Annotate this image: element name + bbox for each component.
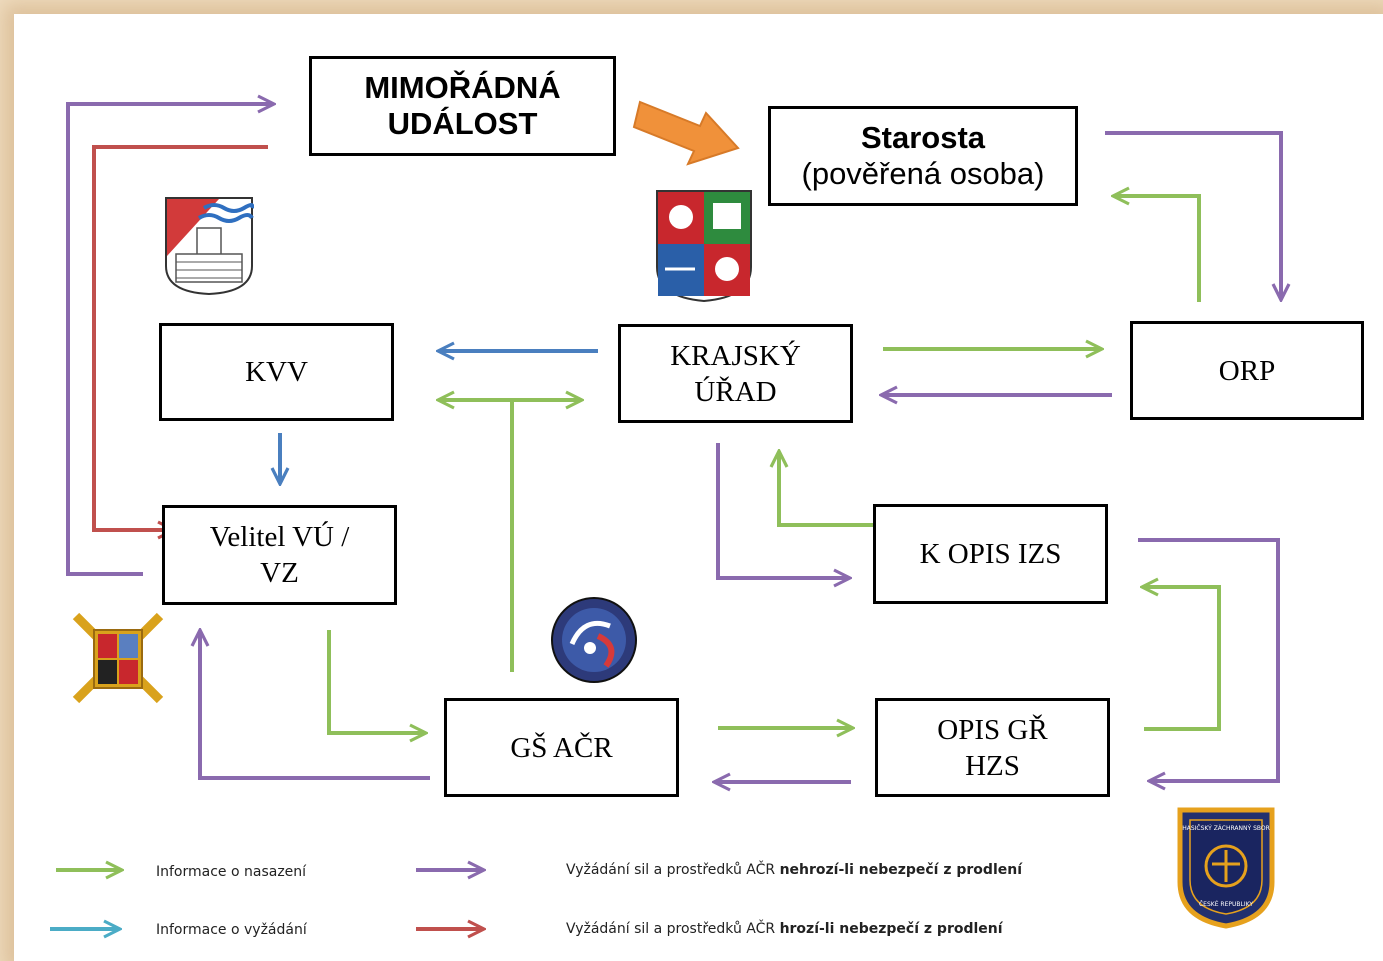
- legend-info-request: Informace o vyžádání: [156, 922, 307, 938]
- hzs-ring-text-top: HASIČSKÝ ZÁCHRANNÝ SBOR: [1182, 825, 1270, 832]
- fire-rescue-service-emblem-icon: HASIČSKÝ ZÁCHRANNÝ SBOR ČESKÉ REPUBLIKY: [1177, 807, 1275, 929]
- regional-to-kopis-arrow: [716, 443, 848, 578]
- regional-office-box: KRAJSKÝ ÚŘAD: [618, 324, 853, 423]
- legend-info-deployment-label: Informace o nasazení: [156, 864, 307, 880]
- legend-info-deployment: Informace o nasazení: [156, 864, 306, 880]
- legend-request-danger: Vyžádání sil a prostředků AČR hrozí-li n…: [566, 921, 1003, 937]
- mayor-to-orp-arrow: [1105, 131, 1281, 298]
- orp-to-mayor-arrow: [1115, 196, 1201, 302]
- legend-request-danger-bold: hrozí-li nebezpečí z prodlení: [779, 921, 1003, 937]
- gs-acr-box: GŠ AČR: [444, 698, 679, 797]
- gs-acr-label: GŠ AČR: [510, 731, 613, 764]
- opis-gr-hzs-label: OPIS GŘ HZS: [937, 713, 1048, 782]
- event-box: MIMOŘÁDNÁ UDÁLOST: [309, 56, 616, 156]
- kvv-box: KVV: [159, 323, 394, 421]
- kvv-label: KVV: [245, 356, 308, 388]
- legend-request-danger-prefix: Vyžádání sil a prostředků AČR: [566, 921, 780, 937]
- gs-to-commander-arrow: [200, 632, 430, 780]
- orp-box: ORP: [1130, 321, 1364, 420]
- opis-gr-to-kopis-arrow: [1144, 587, 1221, 731]
- general-staff-emblem-icon: [551, 597, 637, 683]
- event-to-mayor-arrow: [632, 100, 740, 166]
- k-opis-izs-box: K OPIS IZS: [873, 504, 1108, 604]
- event-label: MIMOŘÁDNÁ UDÁLOST: [364, 70, 561, 141]
- army-emblem-icon: [72, 612, 164, 704]
- mayor-box: Starosta (pověřená osoba): [768, 106, 1078, 206]
- event-to-commander-red-arrow: [92, 145, 268, 530]
- mayor-title: Starosta: [860, 120, 986, 155]
- commander-label: Velitel VÚ / VZ: [209, 521, 350, 589]
- mayor-subtitle: (pověřená osoba): [801, 156, 1045, 191]
- kopis-to-opis-gr-arrow: [1138, 538, 1280, 781]
- kopis-to-regional-arrow: [779, 453, 878, 527]
- legend-request-no-danger-bold: nehrozí-li nebezpečí z prodlení: [779, 862, 1023, 878]
- legend-info-request-label: Informace o vyžádání: [156, 922, 307, 938]
- orp-label: ORP: [1218, 354, 1276, 387]
- legend-request-no-danger: Vyžádání sil a prostředků AČR nehrozí-li…: [566, 862, 1022, 878]
- k-opis-izs-label: K OPIS IZS: [919, 538, 1062, 570]
- regional-office-label: KRAJSKÝ ÚŘAD: [670, 339, 801, 408]
- commander-to-event-purple-arrow: [66, 104, 272, 576]
- commander-box: Velitel VÚ / VZ: [162, 505, 397, 605]
- hzs-ring-text-bottom: ČESKÉ REPUBLIKY: [1199, 900, 1253, 908]
- diagram-canvas: [14, 14, 1383, 961]
- opis-gr-hzs-box: OPIS GŘ HZS: [875, 698, 1110, 797]
- legend-request-no-danger-prefix: Vyžádání sil a prostředků AČR: [566, 862, 780, 878]
- commander-to-gs-arrow: [327, 630, 424, 733]
- district-coat-of-arms-icon: [165, 197, 254, 296]
- region-coat-of-arms-icon: [656, 190, 752, 303]
